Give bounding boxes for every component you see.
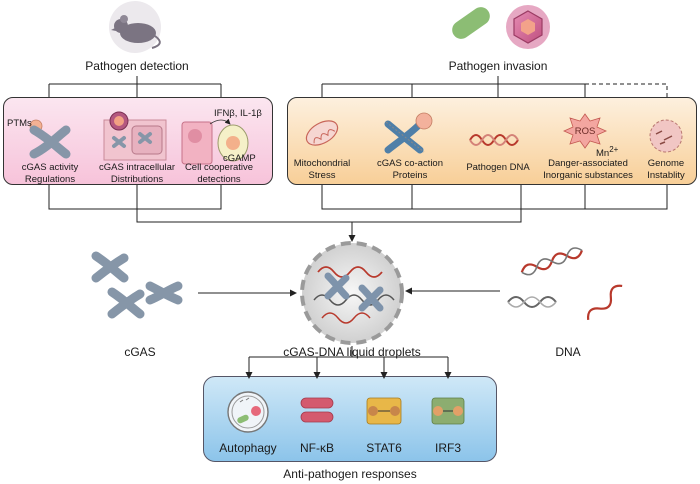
irf3-icon <box>431 397 465 425</box>
ros-burst-icon <box>563 113 607 149</box>
ifn-label: IFNβ, IL-1β <box>214 108 262 119</box>
mouse-icon <box>109 1 161 53</box>
droplets-label: cGAS-DNA liquid droplets <box>283 345 421 359</box>
top-connectors <box>45 76 671 105</box>
pathogen-detection-label: Pathogen detection <box>85 59 189 73</box>
stat6-icon <box>366 397 402 425</box>
stat6-label: STAT6 <box>366 441 402 455</box>
autophagy-label: Autophagy <box>219 441 277 455</box>
mn-label: Mn2+ <box>596 145 619 160</box>
cell-cooperation-icon <box>181 118 249 165</box>
nfkb-icon <box>300 397 334 423</box>
mitochondria-icon <box>305 120 339 146</box>
pathogen-invasion-panel <box>287 97 697 185</box>
genome-instability-icon <box>649 119 683 153</box>
ros-label: ROS <box>574 126 596 137</box>
pathogen-invasion-label: Pathogen invasion <box>448 59 548 73</box>
cgamp-label: cGAMP <box>223 153 256 164</box>
ptm-cgas-icon <box>29 119 71 159</box>
dna-label: DNA <box>555 345 581 359</box>
pathogen-dna-icon <box>469 134 519 146</box>
nfkb-label: NF-κB <box>300 441 334 455</box>
liquid-droplet-icon <box>300 241 404 345</box>
bacteria-icon <box>452 7 490 39</box>
irf3-label: IRF3 <box>434 441 462 455</box>
dna-strands-icon <box>507 247 623 320</box>
cgas-protein-icon <box>91 251 183 319</box>
virus-icon <box>506 5 550 49</box>
anti-pathogen-responses-title: Anti-pathogen responses <box>283 467 417 481</box>
cell-distribution-icon <box>103 111 167 161</box>
pathogen-dna-label: Pathogen DNA <box>466 162 530 173</box>
autophagy-icon <box>227 391 269 433</box>
merge-connectors <box>48 185 668 379</box>
cgas-coaction-icon <box>384 112 433 154</box>
cgas-label: cGAS <box>124 345 156 359</box>
ptms-label: PTMs <box>7 118 32 129</box>
